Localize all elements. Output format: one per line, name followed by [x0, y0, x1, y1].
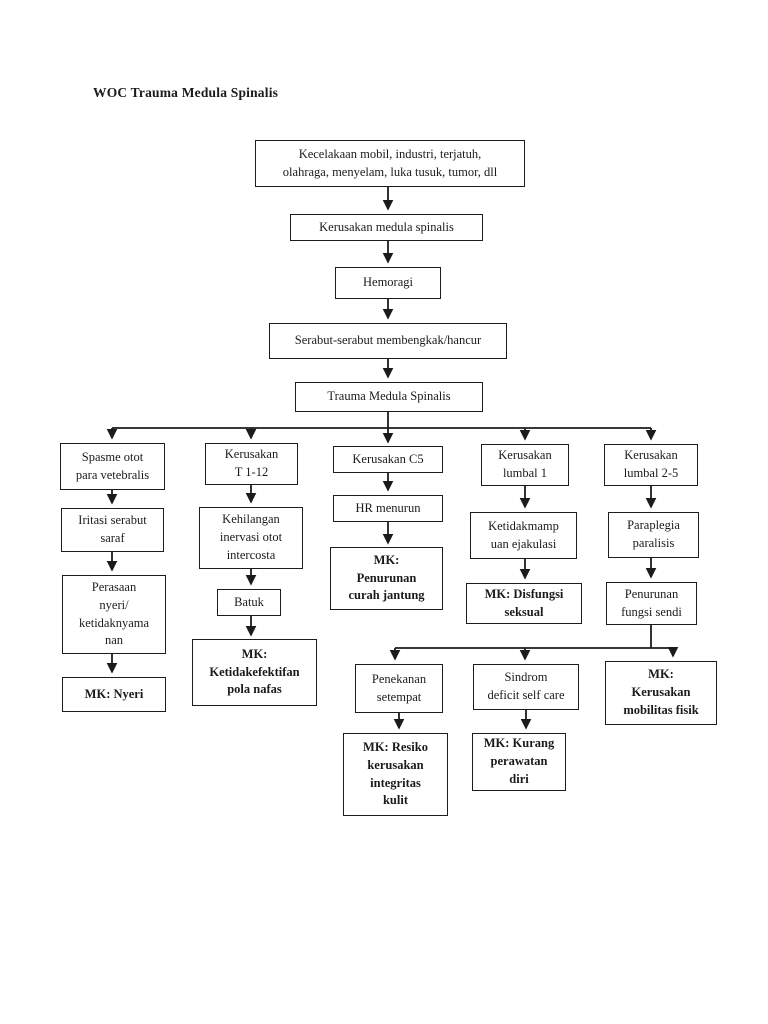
node-mk-nyeri: MK: Nyeri — [62, 677, 166, 712]
node-kerusakan-t1-12: Kerusakan T 1-12 — [205, 443, 298, 485]
node-mk-resiko-integritas-kulit: MK: Resiko kerusakan integritas kulit — [343, 733, 448, 816]
node-kerusakan-lumbal-1: Kerusakan lumbal 1 — [481, 444, 569, 486]
node-hemoragi: Hemoragi — [335, 267, 441, 299]
page-title: WOC Trauma Medula Spinalis — [93, 85, 279, 100]
node-kerusakan-c5: Kerusakan C5 — [333, 446, 443, 473]
node-kerusakan-lumbal-2-5: Kerusakan lumbal 2-5 — [604, 444, 698, 486]
node-sindrom-deficit-self-care: Sindrom deficit self care — [473, 664, 579, 710]
node-iritasi-serabut-saraf: Iritasi serabut saraf — [61, 508, 164, 552]
node-mk-penurunan-curah-jantung: MK: Penurunan curah jantung — [330, 547, 443, 610]
node-mk-ketidakefektifan-pola-nafas: MK: Ketidakefektifan pola nafas — [192, 639, 317, 706]
node-kecelakaan: Kecelakaan mobil, industri, terjatuh, ol… — [255, 140, 525, 187]
node-batuk: Batuk — [217, 589, 281, 616]
node-kerusakan-medula-spinalis: Kerusakan medula spinalis — [290, 214, 483, 241]
node-spasme-otot: Spasme otot para vetebralis — [60, 443, 165, 490]
node-mk-disfungsi-seksual: MK: Disfungsi seksual — [466, 583, 582, 624]
node-mk-kerusakan-mobilitas-fisik: MK: Kerusakan mobilitas fisik — [605, 661, 717, 725]
node-penekanan-setempat: Penekanan setempat — [355, 664, 443, 713]
node-mk-kurang-perawatan-diri: MK: Kurang perawatan diri — [472, 733, 566, 791]
node-serabut-membengkak: Serabut-serabut membengkak/hancur — [269, 323, 507, 359]
node-trauma-medula-spinalis: Trauma Medula Spinalis — [295, 382, 483, 412]
node-ketidakmampuan-ejakulasi: Ketidakmamp uan ejakulasi — [470, 512, 577, 559]
node-perasaan-nyeri: Perasaan nyeri/ ketidaknyama nan — [62, 575, 166, 654]
node-kehilangan-inervasi: Kehilangan inervasi otot intercosta — [199, 507, 303, 569]
node-paraplegia-paralisis: Paraplegia paralisis — [608, 512, 699, 558]
node-penurunan-fungsi-sendi: Penurunan fungsi sendi — [606, 582, 697, 625]
node-hr-menurun: HR menurun — [333, 495, 443, 522]
